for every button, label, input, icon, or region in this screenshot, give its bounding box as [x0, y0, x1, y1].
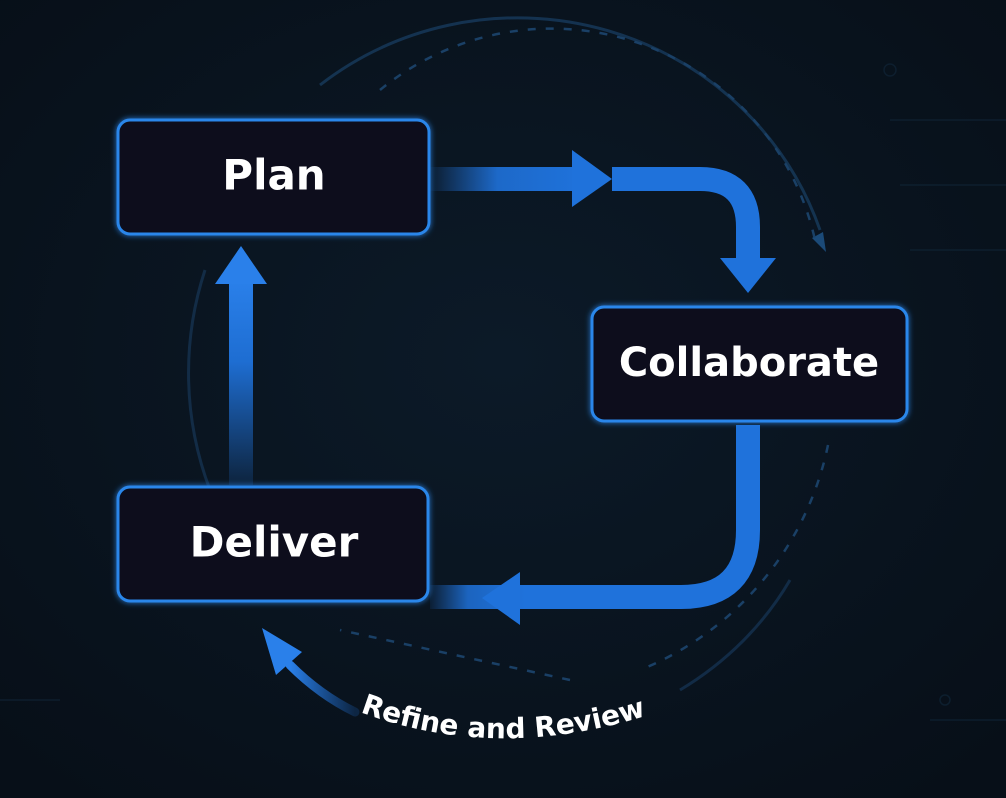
node-deliver-label: Deliver — [190, 518, 359, 567]
arrow-plan-to-collaborate — [430, 150, 776, 293]
node-plan[interactable]: Plan — [116, 118, 431, 236]
node-plan-label: Plan — [222, 151, 325, 200]
node-collaborate[interactable]: Collaborate — [590, 305, 909, 423]
refine-review-arrow — [262, 628, 360, 717]
inner-dashed-ring-bottom — [339, 628, 571, 682]
background-decoration — [0, 63, 1006, 721]
outer-ring-bottom — [679, 579, 792, 692]
arrow-deliver-to-plan — [215, 246, 267, 485]
arrow-collaborate-to-deliver — [430, 425, 760, 625]
node-plan-box — [116, 118, 431, 236]
inner-dashed-ring-right — [639, 444, 830, 672]
outer-ring-left — [187, 269, 212, 491]
node-collaborate-label: Collaborate — [619, 340, 879, 386]
inner-dashed-ring — [379, 27, 817, 241]
node-collaborate-box — [590, 305, 909, 423]
node-deliver-box — [116, 485, 430, 603]
node-deliver[interactable]: Deliver — [116, 485, 430, 603]
